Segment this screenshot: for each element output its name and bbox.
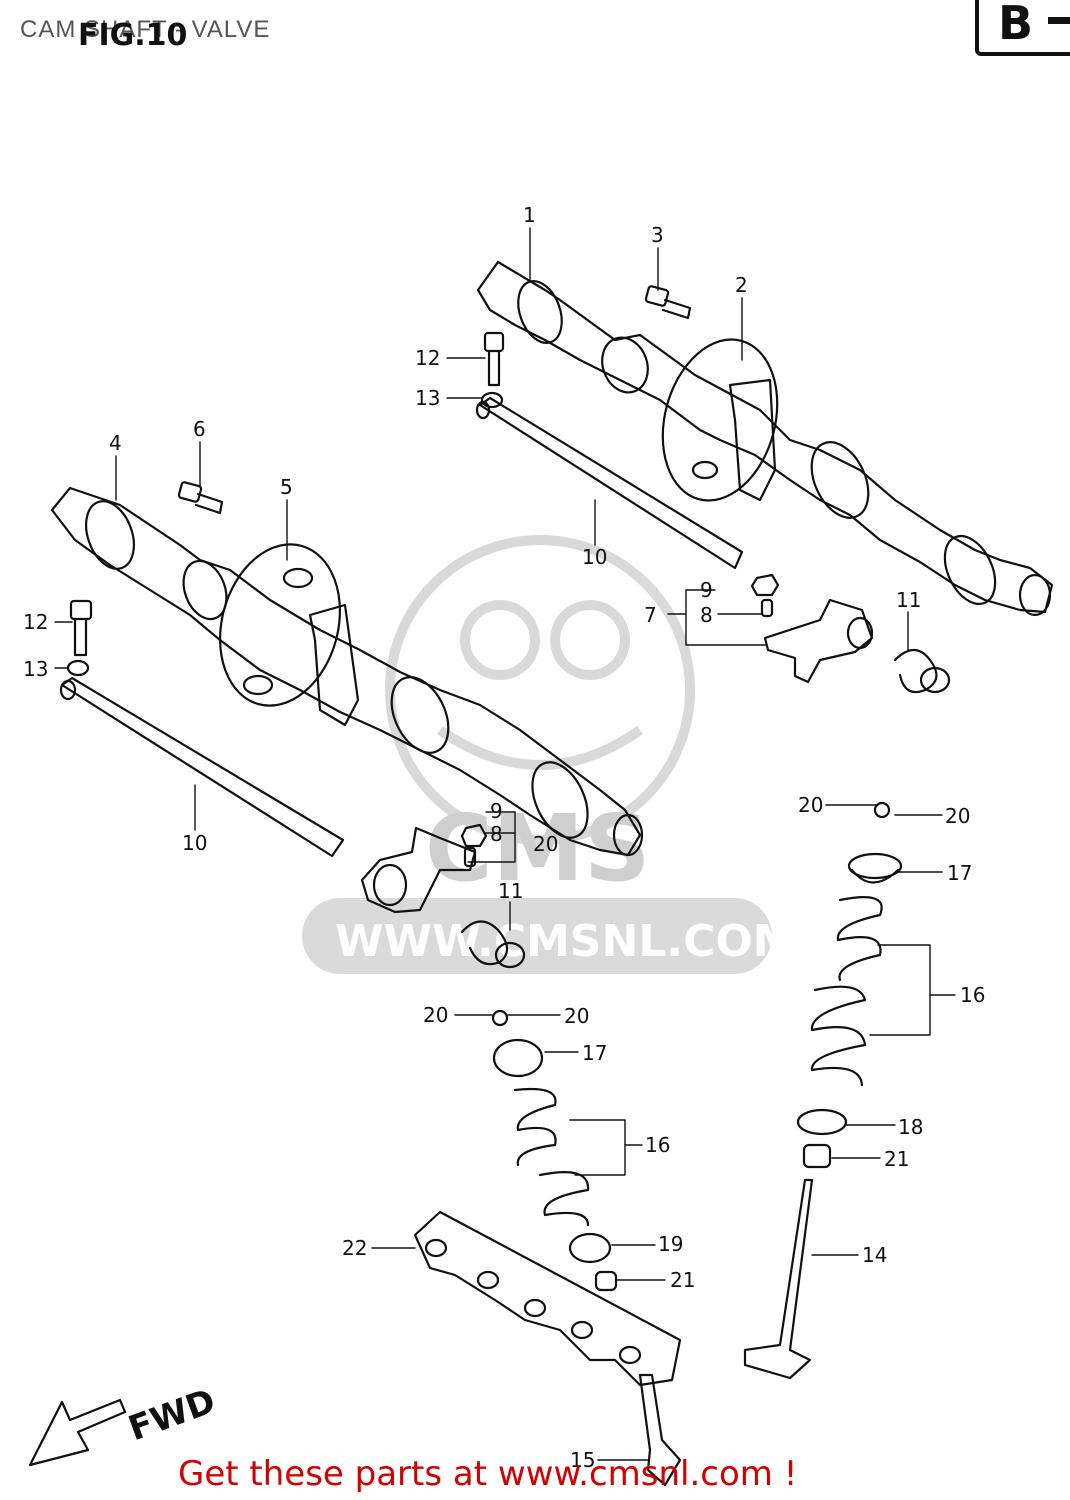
callout-1: 1 xyxy=(523,203,536,227)
callout-12-lower: 12 xyxy=(23,610,48,634)
callout-12-upper: 12 xyxy=(415,346,440,370)
callout-8-upper: 8 xyxy=(700,603,713,627)
leader-lines xyxy=(54,227,956,1461)
bolt-12-lower xyxy=(69,599,93,657)
sprocket-lower xyxy=(218,543,360,727)
rocker-shaft-upper xyxy=(478,396,744,570)
callout-6: 6 xyxy=(193,417,206,441)
callout-10-lower: 10 xyxy=(182,831,207,855)
callout-5: 5 xyxy=(280,475,293,499)
watermark-text: WWW.CMSNL.COM xyxy=(335,916,797,967)
rocker-arm-upper xyxy=(763,598,874,684)
callout-3: 3 xyxy=(651,223,664,247)
callout-labels: 1 2 3 4 5 6 7 8 8 9 9 10 10 11 11 12 12 … xyxy=(23,203,985,1472)
callout-20-c: 20 xyxy=(945,804,970,828)
figure-number: FIG.10 xyxy=(78,18,188,53)
bolt-3 xyxy=(644,285,692,320)
callout-20-e: 20 xyxy=(564,1004,589,1028)
fwd-arrow xyxy=(28,1398,127,1467)
callout-13-upper: 13 xyxy=(415,386,440,410)
rocker-shaft-lower xyxy=(60,676,345,858)
callout-2: 2 xyxy=(735,273,748,297)
callout-10-upper: 10 xyxy=(582,545,607,569)
valve-assembly-left xyxy=(492,1038,682,1487)
callout-17-left: 17 xyxy=(582,1041,607,1065)
camshaft-lower xyxy=(50,486,644,857)
camshaft-upper xyxy=(476,260,1054,617)
spring-11-upper xyxy=(893,648,951,694)
callout-9-lower: 9 xyxy=(490,799,503,823)
callout-9-upper: 9 xyxy=(700,578,713,602)
bolt-12-upper xyxy=(483,331,505,387)
callout-8-lower: 8 xyxy=(490,822,503,846)
bolt-6 xyxy=(177,481,224,515)
spring-11-lower xyxy=(460,920,526,969)
callout-22: 22 xyxy=(342,1236,367,1260)
screw-8-lower xyxy=(463,846,477,868)
watermark-logo: CMS xyxy=(425,795,650,902)
washer-13-upper xyxy=(480,391,504,409)
callout-20-b: 20 xyxy=(798,793,823,817)
washer-13-lower xyxy=(66,659,90,677)
callout-4: 4 xyxy=(109,431,122,455)
retainer-plate-22 xyxy=(413,1210,682,1387)
callout-20-d: 20 xyxy=(423,1003,448,1027)
callout-18: 18 xyxy=(898,1115,923,1139)
sprocket-upper xyxy=(661,338,779,502)
nut-9-lower xyxy=(460,823,488,848)
callout-13-lower: 13 xyxy=(23,657,48,681)
callout-21-right: 21 xyxy=(884,1147,909,1171)
callout-16-right: 16 xyxy=(960,983,985,1007)
page-title: CAM SHAFT - VALVE xyxy=(20,16,271,43)
callout-20-a: 20 xyxy=(533,832,558,856)
clip-20-lower xyxy=(491,1009,509,1027)
rocker-arm-lower xyxy=(360,826,477,914)
section-letter: B xyxy=(998,0,1034,50)
callout-16-left: 16 xyxy=(645,1133,670,1157)
nut-9-upper xyxy=(750,573,780,597)
valve-assembly-right xyxy=(743,852,903,1380)
callout-19: 19 xyxy=(658,1232,683,1256)
callout-17-right: 17 xyxy=(947,861,972,885)
callout-11-upper: 11 xyxy=(896,588,921,612)
callout-7: 7 xyxy=(644,603,657,627)
callout-15: 15 xyxy=(570,1448,595,1472)
section-box xyxy=(975,0,1070,56)
footer-link[interactable]: Get these parts at www.cmsnl.com ! xyxy=(178,1454,798,1494)
clip-20-upper xyxy=(873,801,891,819)
callout-14: 14 xyxy=(862,1243,887,1267)
screw-8-upper xyxy=(760,598,774,618)
fwd-label: FWD xyxy=(123,1381,220,1449)
callout-21-left: 21 xyxy=(670,1268,695,1292)
callout-11-lower: 11 xyxy=(498,879,523,903)
section-dash xyxy=(1048,17,1070,24)
